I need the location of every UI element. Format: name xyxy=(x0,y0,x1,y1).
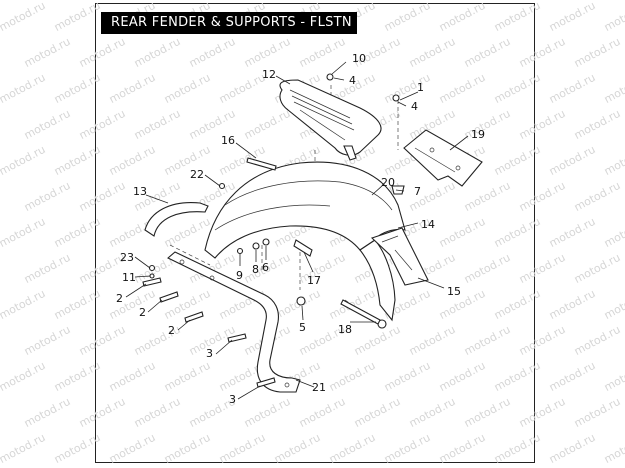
callout-13: 13 xyxy=(133,185,147,198)
callout-3: 3 xyxy=(206,347,213,360)
callout-8: 8 xyxy=(252,263,259,276)
callout-15: 15 xyxy=(447,285,461,298)
callout-labels: 1 2 2 2 3 3 4 4 5 6 7 8 9 10 11 12 13 14… xyxy=(116,52,485,406)
callout-22: 22 xyxy=(190,168,204,181)
callout-11: 11 xyxy=(122,271,136,284)
callout-2: 2 xyxy=(116,292,123,305)
callout-19: 19 xyxy=(471,128,485,141)
callout-4: 4 xyxy=(411,100,418,113)
fender-tip-bracket xyxy=(370,227,429,286)
callout-9: 9 xyxy=(236,269,243,282)
callout-20: 20 xyxy=(381,176,395,189)
callout-21: 21 xyxy=(312,381,326,394)
callout-23: 23 xyxy=(120,251,134,264)
callout-12: 12 xyxy=(262,68,276,81)
callout-2: 2 xyxy=(139,306,146,319)
luggage-rack xyxy=(279,79,382,161)
diagram-frame xyxy=(95,3,535,463)
diagram-title: REAR FENDER & SUPPORTS - FLSTN xyxy=(101,12,357,34)
backrest-plate xyxy=(403,129,483,187)
callout-10: 10 xyxy=(352,52,366,65)
callout-16: 16 xyxy=(221,134,235,147)
fender-rail xyxy=(144,201,209,237)
callout-3: 3 xyxy=(229,393,236,406)
callout-17: 17 xyxy=(307,274,321,287)
callout-5: 5 xyxy=(299,321,306,334)
callout-14: 14 xyxy=(421,218,435,231)
callout-2: 2 xyxy=(168,324,175,337)
callout-7: 7 xyxy=(414,185,421,198)
fender-support xyxy=(167,251,301,393)
leader-lines xyxy=(125,61,469,400)
callout-18: 18 xyxy=(338,323,352,336)
callout-6: 6 xyxy=(262,261,269,274)
callout-4: 4 xyxy=(349,74,356,87)
callout-1: 1 xyxy=(417,81,424,94)
hardware-fasteners xyxy=(142,73,405,388)
